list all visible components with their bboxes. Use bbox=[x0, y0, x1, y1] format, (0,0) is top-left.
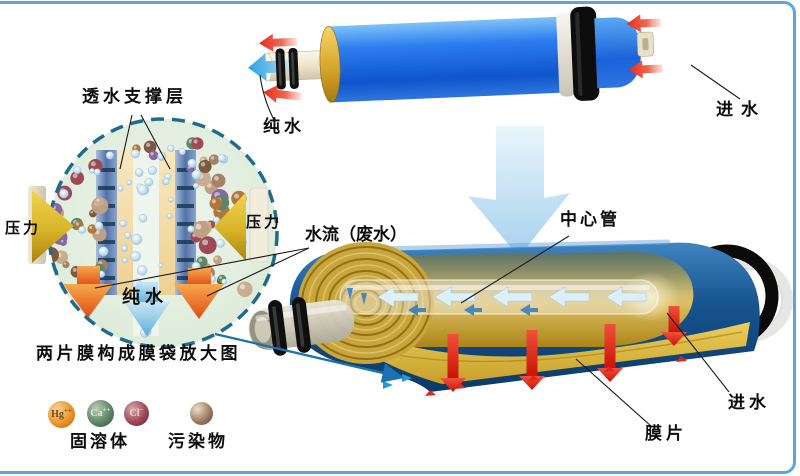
waste-flow-label: 水流（废水） bbox=[305, 225, 407, 244]
pure-water-top-label: 纯水 bbox=[263, 117, 305, 136]
membrane-cross-section-magnifier bbox=[28, 117, 279, 349]
module-end-cap bbox=[594, 17, 641, 89]
pressure-left-label: 压力 bbox=[5, 221, 42, 237]
feed-in-arrow-icon bbox=[628, 60, 663, 79]
center-tube bbox=[248, 297, 355, 356]
pressure-piston-right bbox=[249, 187, 269, 263]
leader-waste-flow-a bbox=[94, 247, 310, 289]
ion-cl-badge: Cl− bbox=[124, 401, 149, 426]
sheet-edge-red-ticks bbox=[425, 356, 687, 396]
red-down-arrow-right-icon bbox=[174, 268, 224, 319]
flow-down-arrow-icon bbox=[468, 126, 570, 257]
ion-hg-badge: Hg++ bbox=[48, 401, 75, 428]
module-end-face-gold bbox=[319, 26, 341, 103]
leader-center-tube bbox=[460, 235, 570, 304]
leader-pure-water-top bbox=[259, 74, 275, 121]
spiral-wound-module bbox=[248, 239, 793, 396]
pure-water-down-arrow-icon bbox=[124, 282, 170, 336]
concentrate-out-top-arrow-icon bbox=[259, 33, 298, 52]
pure-water-circle-label: 纯水 bbox=[122, 287, 168, 307]
ion-ca-badge: Ca++ bbox=[87, 400, 114, 427]
magnifier-callout-arrow bbox=[214, 332, 405, 383]
pollutant-ball-icon bbox=[190, 402, 213, 425]
leader-support-layer-a bbox=[119, 114, 133, 170]
solid-solution-label: 固溶体 bbox=[70, 432, 130, 451]
pressure-right-label: 压力 bbox=[246, 215, 283, 231]
membrane-pore-dashes bbox=[98, 168, 194, 280]
leader-support-layer-b bbox=[140, 114, 171, 170]
small-permeate-arrows bbox=[347, 288, 538, 316]
leader-membrane-sheet bbox=[575, 358, 652, 427]
concentrate-out-bottom-arrow-icon bbox=[263, 84, 302, 103]
membrane-sheet-label: 膜片 bbox=[645, 424, 687, 443]
feed-water-bottom-label: 进水 bbox=[728, 393, 770, 412]
sheet-flow-cyan-arrows bbox=[383, 374, 412, 389]
red-down-arrow-left-icon bbox=[63, 266, 113, 318]
leader-feed-top bbox=[690, 64, 741, 100]
support-layer-strip bbox=[159, 150, 175, 295]
feed-water-top-label: 进水 bbox=[716, 100, 766, 119]
feed-in-arrow-icon bbox=[626, 14, 661, 33]
pure-water-out-arrow-icon bbox=[248, 53, 297, 82]
support-layer-label: 透水支撑层 bbox=[82, 87, 187, 106]
membrane-sheet-unrolled bbox=[342, 322, 750, 384]
leader-lines bbox=[94, 64, 741, 427]
permeate-flow-arrows bbox=[377, 286, 647, 308]
pollutant-label: 污染物 bbox=[168, 432, 228, 451]
magnified-view-caption: 两片膜构成膜袋放大图 bbox=[36, 344, 241, 363]
center-tube-label: 中心管 bbox=[560, 210, 620, 229]
pressure-arrow-left-icon bbox=[32, 190, 74, 263]
leader-waste-flow-b bbox=[206, 247, 310, 297]
pressure-arrow-right-icon bbox=[214, 192, 246, 261]
leader-feed-bottom bbox=[666, 312, 730, 393]
module-body bbox=[326, 16, 564, 103]
feed-down-arrows bbox=[440, 306, 687, 392]
membrane-module-exterior bbox=[248, 6, 663, 103]
retainer-ring-white bbox=[556, 12, 576, 97]
